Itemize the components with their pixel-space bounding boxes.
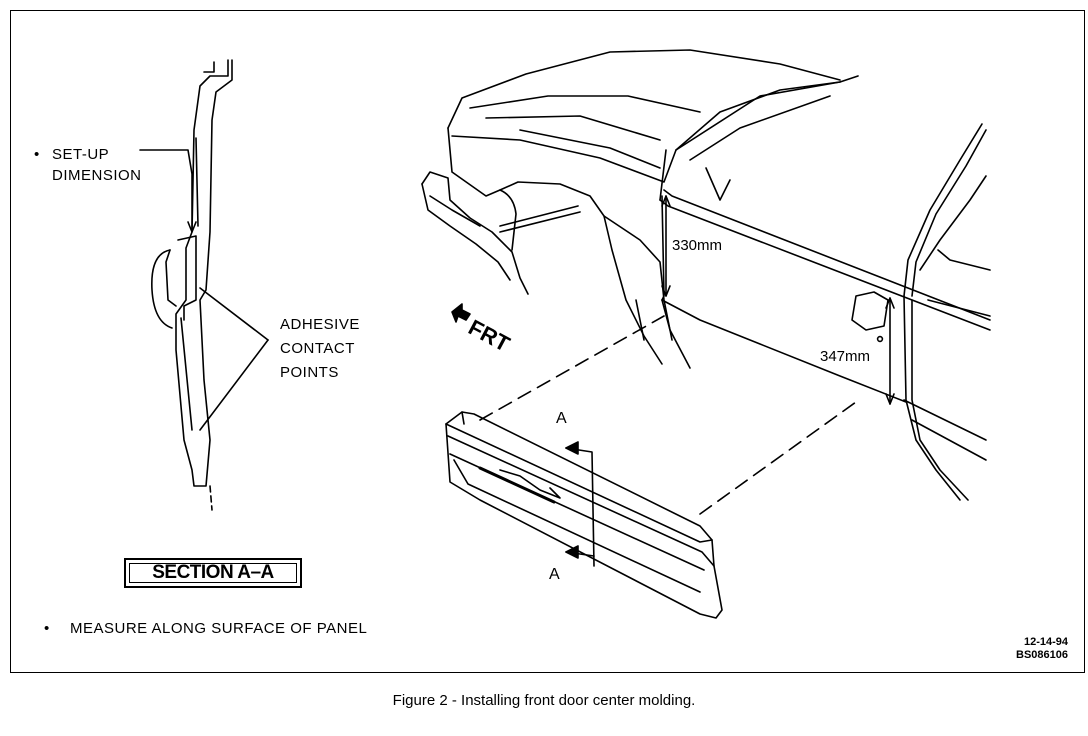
figure-caption: Figure 2 - Installing front door center …	[392, 692, 696, 709]
measure-bullet: •	[44, 620, 50, 637]
dimension-arrow-330-bottom	[661, 285, 671, 297]
alignment-line-upper	[479, 315, 665, 421]
adhesive-leader-upper	[199, 287, 269, 341]
adhesive-leader-lower	[199, 339, 269, 431]
car-body-outline	[421, 49, 991, 501]
adhesive-label-line2: CONTACT	[280, 340, 355, 357]
dimension-label-330: 330mm	[672, 237, 723, 254]
section-marker-bottom: A	[549, 566, 560, 583]
dimension-arrow-347-bottom	[885, 393, 895, 405]
adhesive-label-line3: POINTS	[280, 364, 339, 381]
front-direction-arrow	[451, 303, 471, 323]
setup-leader-arrow	[187, 221, 197, 233]
dimension-arrow-347-top	[885, 297, 895, 309]
section-arrow-top	[565, 441, 579, 455]
adhesive-label-line1: ADHESIVE	[280, 316, 360, 333]
section-arrow-bottom	[565, 545, 579, 559]
figure-frame	[10, 10, 1085, 673]
door-molding	[445, 411, 723, 619]
setup-label-line2: DIMENSION	[52, 167, 142, 184]
setup-label-line1: SET-UP	[52, 146, 110, 163]
figure-date-code: 12-14-94	[1023, 636, 1068, 648]
setup-leader-line	[139, 149, 193, 231]
section-marker-top: A	[556, 410, 567, 427]
section-cut-bottom-line	[565, 551, 595, 557]
alignment-line-lower	[699, 401, 857, 515]
section-title: SECTION A–A	[129, 562, 297, 583]
section-title-box: SECTION A–A	[124, 558, 302, 588]
molding-section-profile	[151, 59, 233, 511]
figure-ref-code: BS086106	[1016, 649, 1068, 661]
figure-code: 12-14-94 BS086106	[1016, 636, 1068, 662]
setup-bullet: •	[34, 146, 40, 163]
measure-note: MEASURE ALONG SURFACE OF PANEL	[70, 620, 368, 637]
dimension-arrow-330-top	[661, 195, 671, 207]
dimension-label-347: 347mm	[820, 348, 871, 365]
